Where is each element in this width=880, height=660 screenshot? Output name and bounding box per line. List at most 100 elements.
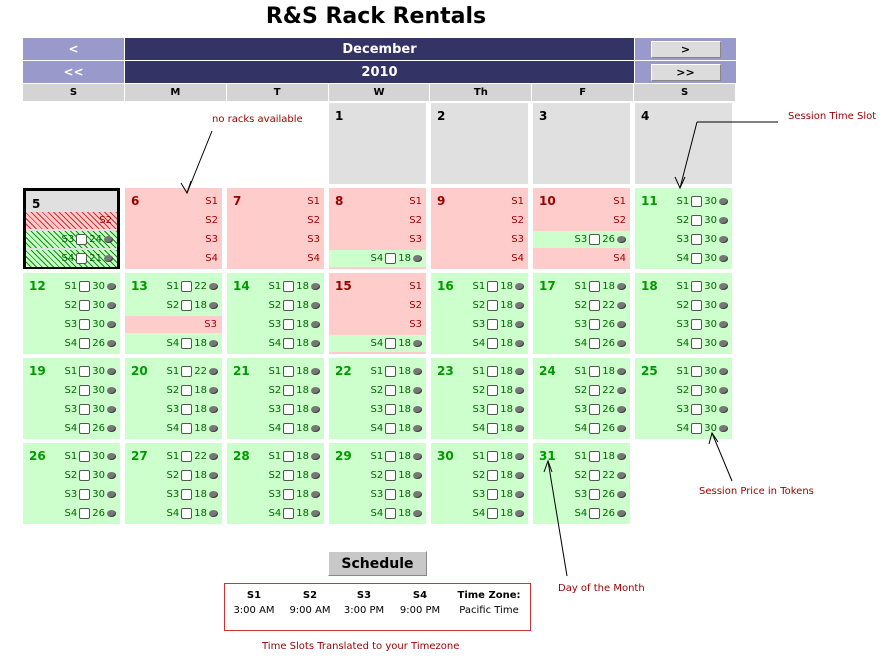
slot-checkbox[interactable] — [691, 319, 703, 330]
slot-checkbox[interactable] — [691, 234, 703, 245]
slot-checkbox[interactable] — [589, 508, 601, 519]
prev-month-button[interactable]: < — [23, 38, 124, 60]
slot-checkbox[interactable] — [181, 451, 193, 462]
slot-checkbox[interactable] — [79, 300, 91, 311]
slot-checkbox[interactable] — [79, 489, 91, 500]
slot-checkbox[interactable] — [79, 319, 91, 330]
slot-checkbox[interactable] — [283, 385, 295, 396]
slot-checkbox[interactable] — [589, 338, 601, 349]
slot-checkbox[interactable] — [589, 319, 601, 330]
slot-checkbox[interactable] — [385, 508, 397, 519]
slot-checkbox[interactable] — [181, 366, 193, 377]
slot-checkbox[interactable] — [385, 451, 397, 462]
slot-checkbox[interactable] — [283, 319, 295, 330]
prev-year-button[interactable]: << — [23, 61, 124, 83]
slot-checkbox[interactable] — [385, 253, 397, 264]
slot-checkbox[interactable] — [283, 423, 295, 434]
slot-checkbox[interactable] — [181, 385, 193, 396]
slot-checkbox[interactable] — [76, 234, 88, 245]
slot-checkbox[interactable] — [589, 281, 601, 292]
slot-price: 30 — [92, 281, 105, 292]
slot-checkbox[interactable] — [76, 253, 88, 264]
slot-checkbox[interactable] — [691, 385, 703, 396]
slot-checkbox[interactable] — [487, 423, 499, 434]
slot-checkbox[interactable] — [589, 489, 601, 500]
slot-checkbox[interactable] — [385, 470, 397, 481]
slot-checkbox[interactable] — [385, 404, 397, 415]
slot-checkbox[interactable] — [487, 319, 499, 330]
slot-checkbox[interactable] — [385, 489, 397, 500]
slot-checkbox[interactable] — [283, 404, 295, 415]
slot-checkbox[interactable] — [79, 281, 91, 292]
slot-checkbox[interactable] — [79, 508, 91, 519]
slot-checkbox[interactable] — [487, 338, 499, 349]
slot-checkbox[interactable] — [385, 423, 397, 434]
day-cell-1: 1 — [329, 103, 426, 184]
slot-checkbox[interactable] — [487, 281, 499, 292]
slot-checkbox[interactable] — [589, 423, 601, 434]
slot-checkbox[interactable] — [589, 300, 601, 311]
slot-checkbox[interactable] — [181, 489, 193, 500]
slot-checkbox[interactable] — [691, 423, 703, 434]
slot-checkbox[interactable] — [589, 404, 601, 415]
slot-checkbox[interactable] — [181, 423, 193, 434]
slot-checkbox[interactable] — [79, 404, 91, 415]
slot-checkbox[interactable] — [589, 366, 601, 377]
slot-checkbox[interactable] — [181, 338, 193, 349]
slot-checkbox[interactable] — [487, 470, 499, 481]
slot-price: 30 — [92, 366, 105, 377]
slot-checkbox[interactable] — [487, 489, 499, 500]
slot-checkbox[interactable] — [487, 451, 499, 462]
slot-checkbox[interactable] — [181, 470, 193, 481]
slot-checkbox[interactable] — [487, 366, 499, 377]
slot-checkbox[interactable] — [283, 338, 295, 349]
slot-checkbox[interactable] — [385, 366, 397, 377]
slot-checkbox[interactable] — [79, 470, 91, 481]
slot-checkbox[interactable] — [589, 385, 601, 396]
slot-checkbox[interactable] — [691, 281, 703, 292]
slot-checkbox[interactable] — [283, 451, 295, 462]
slot-checkbox[interactable] — [181, 281, 193, 292]
slot-checkbox[interactable] — [589, 470, 601, 481]
token-coin-icon — [311, 453, 320, 460]
slot-checkbox[interactable] — [283, 281, 295, 292]
slot-checkbox[interactable] — [283, 508, 295, 519]
slot-checkbox[interactable] — [79, 338, 91, 349]
next-year-button[interactable]: >> — [650, 63, 721, 81]
slot-price: 30 — [704, 319, 717, 330]
slot-checkbox[interactable] — [691, 404, 703, 415]
slot-checkbox[interactable] — [487, 300, 499, 311]
schedule-button[interactable]: Schedule — [328, 551, 427, 576]
slot-checkbox[interactable] — [181, 508, 193, 519]
slot-checkbox[interactable] — [385, 338, 397, 349]
slot-checkbox[interactable] — [79, 366, 91, 377]
slot-checkbox[interactable] — [79, 451, 91, 462]
slot-label: S4 — [370, 338, 384, 349]
slot-checkbox[interactable] — [589, 234, 601, 245]
slot-checkbox[interactable] — [487, 508, 499, 519]
slot-checkbox[interactable] — [589, 451, 601, 462]
slot-checkbox[interactable] — [79, 385, 91, 396]
slot-checkbox[interactable] — [181, 404, 193, 415]
slot-checkbox[interactable] — [283, 470, 295, 481]
next-month-button[interactable]: > — [650, 40, 721, 58]
slot-checkbox[interactable] — [691, 300, 703, 311]
slot-checkbox[interactable] — [79, 423, 91, 434]
token-coin-icon — [311, 321, 320, 328]
slot-checkbox[interactable] — [181, 300, 193, 311]
slot-checkbox[interactable] — [691, 253, 703, 264]
slot-checkbox[interactable] — [691, 196, 703, 207]
slot-checkbox[interactable] — [385, 385, 397, 396]
slot-checkbox[interactable] — [691, 366, 703, 377]
slot-checkbox[interactable] — [691, 215, 703, 226]
slot-checkbox[interactable] — [487, 385, 499, 396]
slot-checkbox[interactable] — [283, 300, 295, 311]
slot-checkbox[interactable] — [283, 366, 295, 377]
slot-checkbox[interactable] — [487, 404, 499, 415]
slot-checkbox[interactable] — [691, 338, 703, 349]
tz-col-zone: Time Zone: Pacific Time — [453, 590, 525, 616]
slot-checkbox[interactable] — [283, 489, 295, 500]
